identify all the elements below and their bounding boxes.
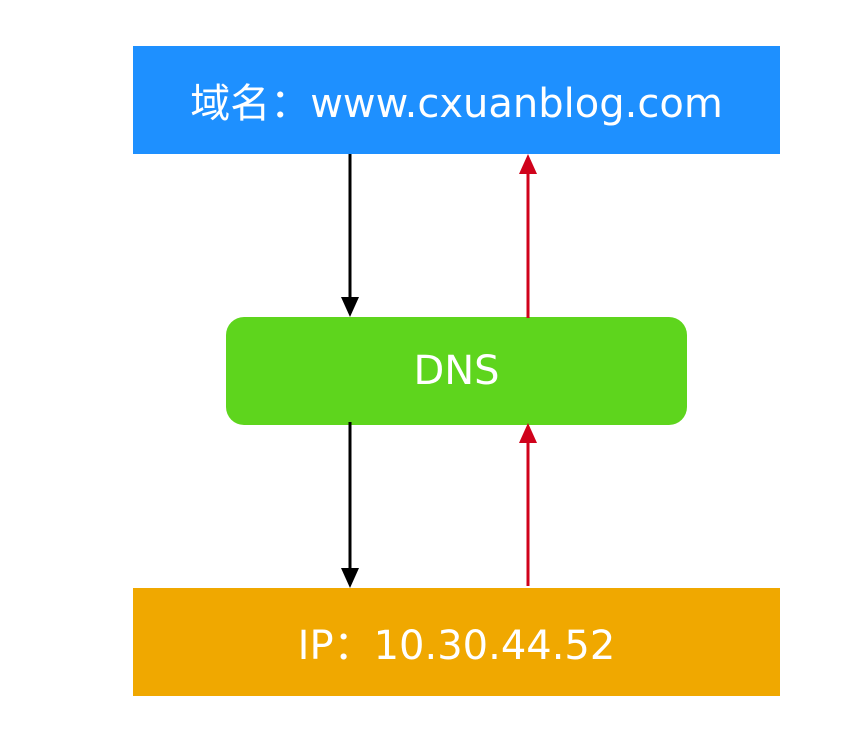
edge-domain-to-dns (341, 154, 359, 317)
dns-node: DNS (226, 317, 687, 425)
edge-dns-to-ip (341, 422, 359, 588)
ip-label: IP：10.30.44.52 (297, 623, 616, 669)
domain-node: 域名：www.cxuanblog.com (133, 46, 780, 154)
domain-label: 域名：www.cxuanblog.com (190, 81, 723, 127)
dns-label: DNS (413, 348, 500, 394)
ip-node: IP：10.30.44.52 (133, 588, 780, 696)
edge-dns-to-domain (519, 154, 537, 318)
edge-ip-to-dns (519, 423, 537, 586)
